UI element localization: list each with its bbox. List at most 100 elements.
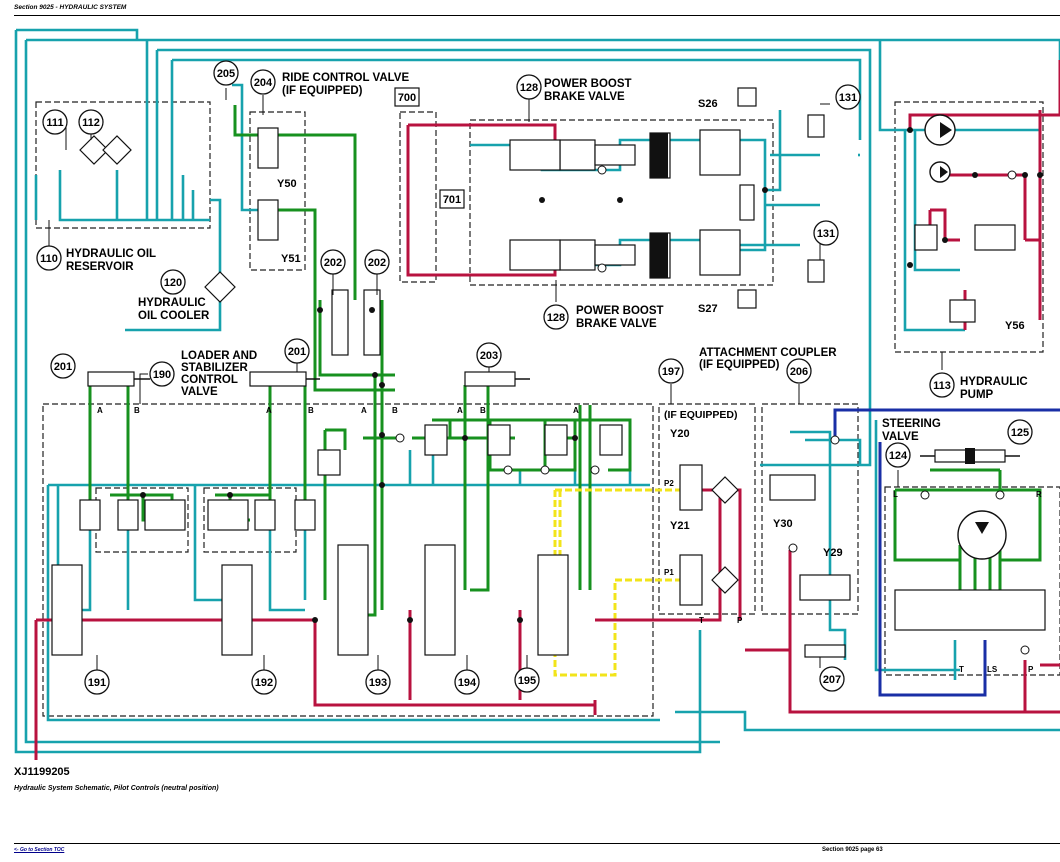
ride-control-label-2: (IF EQUIPPED) [282,85,363,97]
junction-dots [140,127,1043,623]
port-a-1: A [97,406,103,415]
yellow-pilot-lines [553,488,680,677]
accumulator-right [363,289,381,356]
brake-spool-top [559,139,596,171]
svg-text:120: 120 [164,277,182,289]
callout-131-bottom: 131 [813,220,839,246]
s26-switch [737,87,757,107]
svg-text:192: 192 [255,677,273,689]
blue-steering-lines [833,408,1060,697]
power-boost-bottom-label-1: POWER BOOST [576,305,664,317]
port-a-3: A [361,406,367,415]
relief-valve-4 [487,424,511,456]
y30-valve [769,474,816,501]
cooler-label-2: OIL COOLER [138,310,210,322]
reservoir-label-2: RESERVOIR [66,261,134,273]
y51-label: Y51 [281,253,301,265]
steering-spool [894,589,1046,631]
check-valve-3 [254,499,276,531]
brake-body-top [509,139,561,171]
y50-label: Y50 [277,178,297,190]
y20-label: Y20 [670,428,690,440]
callout-202-right: 202 [364,249,390,275]
check-valve-1 [79,499,101,531]
svg-text:124: 124 [889,450,908,462]
pump-relief [914,224,938,251]
coupler-filter-1 [711,476,739,504]
callout-128-top: 128 [516,74,542,100]
brake-accumulator-box [399,111,437,283]
coupler-box [658,403,756,615]
ride-control-label-1: RIDE CONTROL VALVE [282,72,409,84]
y50-valve [257,127,279,169]
callout-110: 110 [36,245,62,271]
svg-text:194: 194 [458,677,477,689]
s27-switch [737,289,757,309]
relief-valve-2 [207,499,249,531]
port-t-coupler: T [699,616,704,625]
power-boost-bottom-label-2: BRAKE VALVE [576,318,657,330]
brake-spool-bottom [559,239,596,271]
callout-112: 112 [78,109,104,135]
port-a-5: A [573,406,579,415]
callout-190: 190 [149,361,175,387]
relief-valve-3 [424,424,448,456]
cylinder-207 [804,644,846,658]
coupler-filter-2 [711,566,739,594]
header-rule [14,15,1060,16]
loader-label-3: CONTROL [181,374,238,386]
filter-symbols [79,135,739,594]
brake-131-bottom [807,259,825,283]
accumulator-left [331,289,349,356]
text-labels: RIDE CONTROL VALVE (IF EQUIPPED) POWER B… [66,72,1042,674]
svg-text:197: 197 [662,366,680,378]
svg-text:111: 111 [46,117,63,129]
steering-box [884,486,1060,676]
section-toc-link[interactable]: <- Go to Section TOC [14,847,65,853]
relief-valve-5 [544,424,568,456]
callout-203: 203 [476,342,502,368]
callout-194: 194 [454,669,480,695]
power-boost-top-label-1: POWER BOOST [544,78,632,90]
callout-201-left: 201 [50,353,76,379]
svg-text:191: 191 [88,677,106,689]
s27-label: S27 [698,303,718,315]
filter-112 [102,135,132,165]
svg-text:201: 201 [54,361,72,373]
svg-text:701: 701 [443,194,461,206]
footer-rule [14,843,1060,844]
svg-text:193: 193 [369,677,387,689]
pump-label-1: HYDRAULIC [960,376,1028,388]
cyan-return-lines [14,28,1060,754]
cylinder-203 [464,371,516,387]
y29-label: Y29 [823,547,843,559]
callout-111: 111 [42,109,68,135]
port-b-2: B [308,406,314,415]
oil-cooler [204,271,236,303]
component-boundaries [35,101,1060,717]
cylinder-201-left [87,371,135,387]
svg-text:195: 195 [518,675,536,687]
svg-text:128: 128 [520,82,538,94]
coupler-label-2: (IF EQUIPPED) [699,359,780,371]
svg-text:202: 202 [368,257,386,269]
callout-204: 204 [250,69,276,95]
relief-box-2 [203,487,297,553]
callout-192: 192 [251,669,277,695]
y21-valve [679,554,703,606]
piston-blocks [650,133,975,464]
pump-box [894,101,1044,353]
svg-text:131: 131 [817,228,835,240]
callout-131-top: 131 [835,84,861,110]
callout-120: 120 [160,269,186,295]
y51-valve [257,199,279,241]
port-a-2: A [266,406,272,415]
svg-text:125: 125 [1011,427,1029,439]
y56-valve [949,299,976,323]
loader-label-2: STABILIZER [181,362,249,374]
loader-label-1: LOADER AND [181,350,257,362]
callout-128-bottom: 128 [543,304,569,330]
callout-125: 125 [1007,419,1033,445]
check-valve-2 [117,499,139,531]
